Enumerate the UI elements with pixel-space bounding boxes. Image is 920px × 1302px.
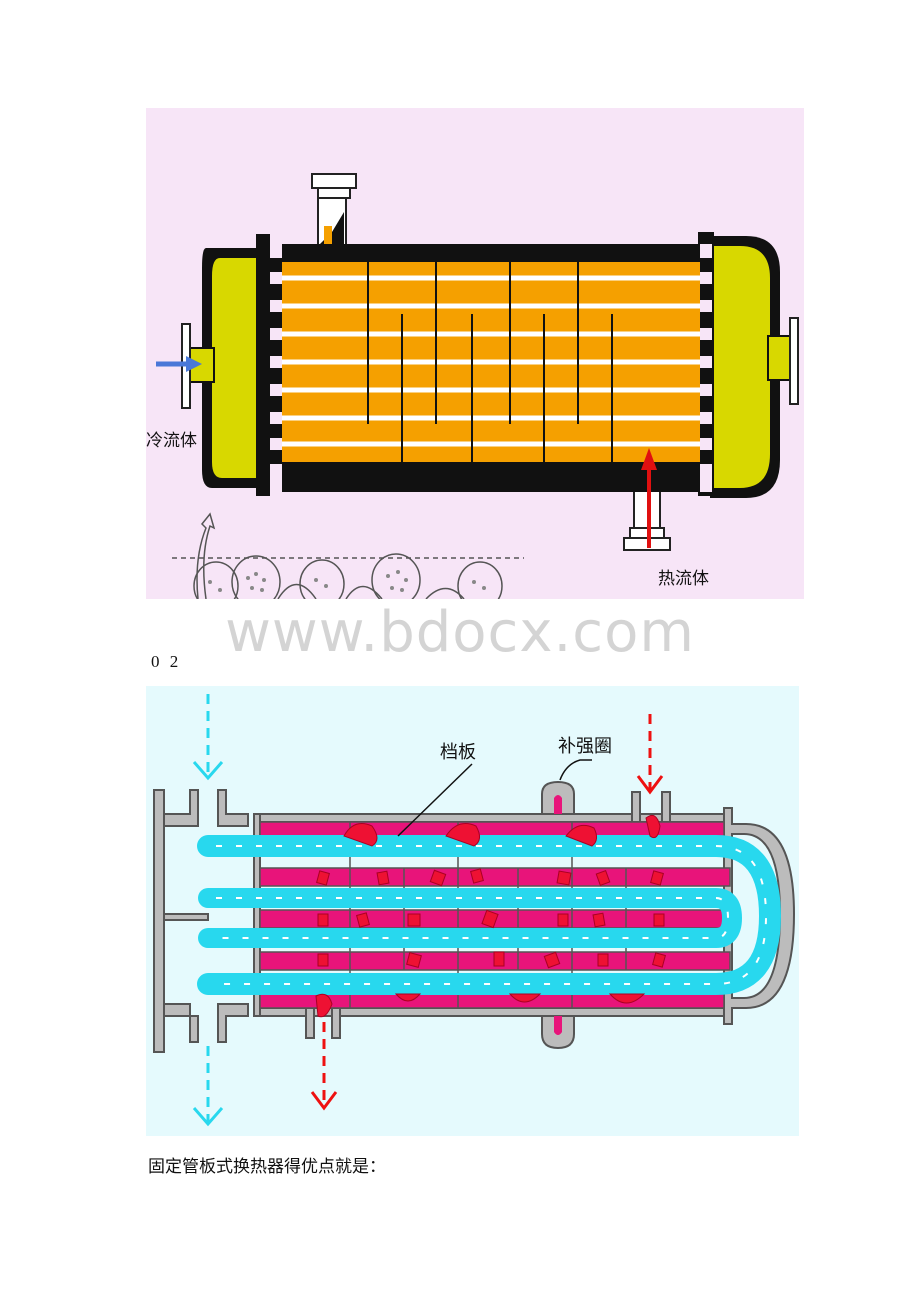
left-tube-sheet <box>270 244 282 492</box>
top-nozzle <box>311 173 357 247</box>
right-head <box>710 236 799 498</box>
u-tube-exchanger-figure: 档板 补强圈 <box>146 686 799 1136</box>
figure-number: 0 2 <box>151 652 182 671</box>
u-tube-flow-dashes <box>216 845 768 985</box>
baffle-label: 档板 <box>440 742 476 763</box>
baffle-leader-line <box>397 763 473 837</box>
cold-fluid-label: 冷流体 <box>146 431 197 451</box>
channel-and-tube-sheet <box>153 789 249 1053</box>
hot-fluid-label: 热流体 <box>658 569 709 589</box>
caption: 固定管板式换热器得优点就是： <box>148 1157 386 1177</box>
shell-side-swirl-marks <box>315 814 666 1018</box>
tubes <box>270 275 712 447</box>
baffle-cross-section-sketch <box>172 512 524 599</box>
reinforcing-ring-leader-line <box>559 759 592 781</box>
reinforcing-ring-label: 补强圈 <box>558 736 612 757</box>
cold-fluid-arrow <box>156 356 202 372</box>
hot-fluid-arrow <box>641 448 657 548</box>
right-tube-sheet <box>700 244 712 492</box>
hot-outlet-arrow <box>310 1022 338 1111</box>
watermark: www.bdocx.com <box>225 600 695 665</box>
baffles <box>367 262 613 462</box>
shell-tube-exchanger-figure: 冷流体 热流体 <box>146 108 804 599</box>
cold-flow-arrow <box>192 694 224 1127</box>
left-flange <box>256 234 270 496</box>
hot-inlet-arrow <box>636 714 664 795</box>
reinforcing-ring <box>541 780 575 1050</box>
